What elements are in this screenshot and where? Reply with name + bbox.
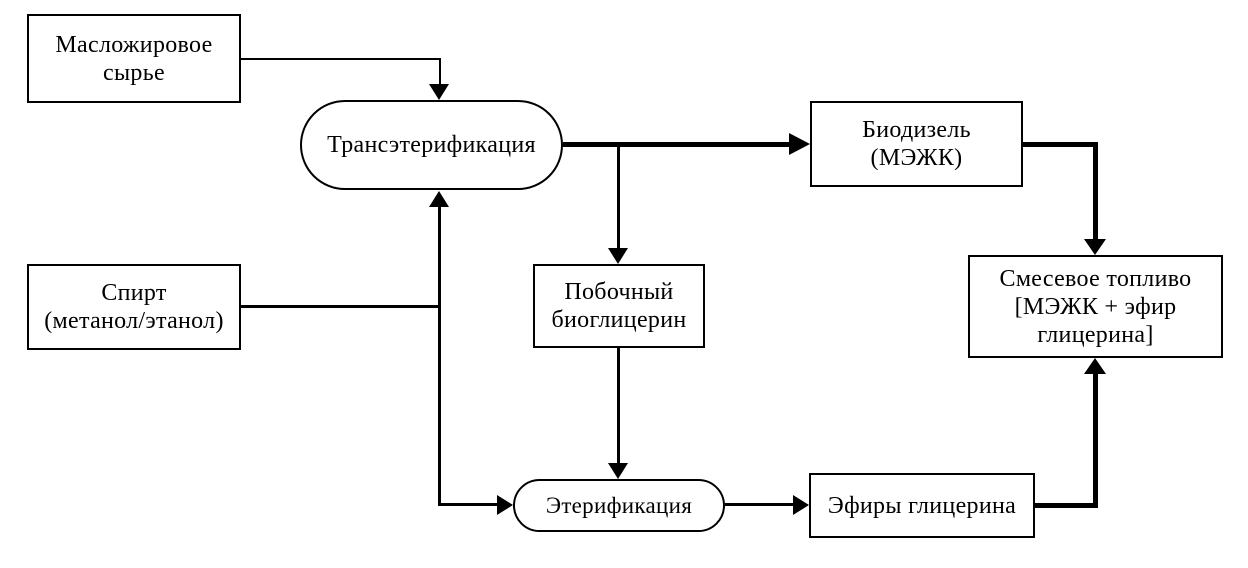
edge-alcohol-trans-arrowhead — [429, 191, 449, 207]
edge-esterification-esters-arrowhead — [793, 495, 809, 515]
node-feedstock: Масложировое сырье — [27, 14, 241, 103]
edge-feedstock-trans-arrowhead — [429, 84, 449, 100]
node-transesterification: Трансэтерификация — [300, 100, 563, 190]
edge-alcohol-trunk-vertical-segment — [438, 207, 441, 506]
edge-esters-blended-segment — [1093, 374, 1098, 508]
edge-trans-biodiesel-arrowhead — [789, 133, 810, 155]
edge-trans-bioglycerin-segment — [617, 145, 620, 248]
edge-esters-blended-segment — [1035, 503, 1098, 508]
edge-bioglycerin-esterification-arrowhead — [608, 463, 628, 479]
edge-biodiesel-blended-arrowhead — [1084, 239, 1106, 255]
node-esterification: Этерификация — [513, 479, 725, 532]
node-biodiesel: Биодизель (МЭЖК) — [810, 101, 1023, 187]
node-bioglycerin: Побочный биоглицерин — [533, 264, 705, 348]
edge-biodiesel-blended-segment — [1093, 142, 1098, 239]
edge-bioglycerin-esterification-segment — [617, 348, 620, 463]
edge-feedstock-trans-segment — [241, 58, 441, 60]
node-glycerin-esters: Эфиры глицерина — [809, 473, 1035, 538]
node-alcohol: Спирт (метанол/этанол) — [27, 264, 241, 350]
edge-alcohol-esterification-segment — [438, 503, 497, 506]
edge-feedstock-trans-segment — [439, 58, 441, 86]
edge-trans-bioglycerin-arrowhead — [608, 248, 628, 264]
edge-alcohol-esterification-arrowhead — [497, 495, 513, 515]
edge-alcohol-trunk-segment — [241, 305, 441, 308]
edge-esterification-esters-segment — [725, 503, 793, 506]
edge-trans-biodiesel-segment — [563, 142, 789, 147]
node-blended-fuel: Смесевое топливо [МЭЖК + эфир глицерина] — [968, 255, 1223, 358]
edge-esters-blended-arrowhead — [1084, 358, 1106, 374]
edge-biodiesel-blended-segment — [1023, 142, 1098, 147]
